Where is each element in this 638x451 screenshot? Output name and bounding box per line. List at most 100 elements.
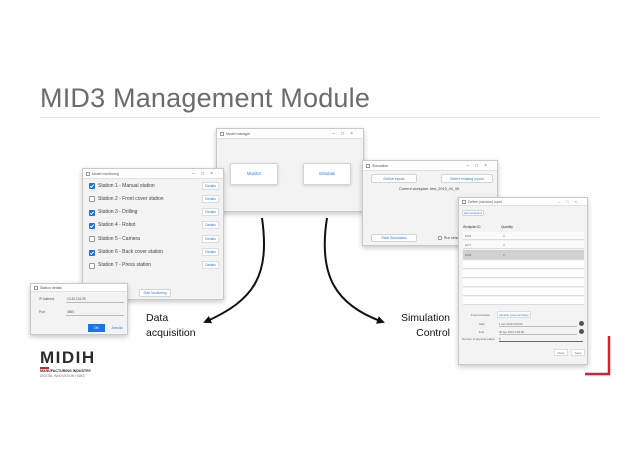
model-monitoring-titlebar: Model monitoring –□× (83, 169, 223, 179)
simulation-control-label: Simulation Control (400, 312, 450, 339)
pallets-field-underline (499, 341, 583, 342)
add-workplans-button[interactable]: Add workplans (462, 210, 484, 216)
window-controls-icon[interactable]: –□× (466, 163, 493, 169)
ip-field[interactable]: 10.40.134.99 (67, 297, 86, 301)
table-row-empty (463, 288, 584, 296)
logo-red-bar (40, 367, 49, 369)
current-workplan-label: Current workplan: test_2019_04_05 (399, 187, 460, 191)
pallets-field[interactable]: 8 (499, 337, 501, 341)
select-existing-inputs-button[interactable]: Select existing inputs (441, 174, 493, 183)
model-monitoring-window: Model monitoring –□× Station 1 - Manual … (82, 168, 224, 300)
table-row-empty (463, 261, 584, 269)
tab-variable-parametrization[interactable]: Variable parametrization (497, 311, 531, 318)
simulation-titlebar: Simulation –□× (363, 161, 497, 171)
start-monitoring-button[interactable]: Start Monitoring (139, 289, 171, 297)
station-checkbox[interactable] (89, 249, 95, 256)
station-label: Station 1 - Manual station (98, 182, 155, 189)
port-field-underline (66, 315, 124, 316)
clear-button[interactable]: Clear (554, 349, 568, 356)
station-details-button[interactable]: Details (202, 261, 219, 270)
red-corner-decoration (585, 336, 611, 376)
cancel-button[interactable]: Annulla (111, 326, 123, 330)
run-simulation-checkbox[interactable] (438, 236, 442, 240)
logo-tagline-1: MANUFACTURING INDUSTRY (40, 369, 91, 373)
app-icon (462, 200, 466, 204)
station-details-title: Station details (40, 286, 62, 290)
station-label: Station 3 - Drilling (98, 209, 138, 216)
station-checkbox[interactable] (89, 236, 95, 243)
station-details-button[interactable]: Details (202, 181, 219, 190)
simulation-title: Simulation (372, 164, 389, 168)
model-monitoring-title: Model monitoring (92, 172, 119, 176)
station-checkbox[interactable] (89, 222, 95, 229)
logo-wordmark: MIDIH (40, 348, 96, 367)
table-row-empty (463, 297, 584, 305)
station-details-button[interactable]: Details (202, 221, 219, 230)
model-manager-titlebar: Model manager –□× (217, 129, 363, 139)
pallets-label: Number of physical pallets (462, 337, 495, 341)
app-icon (34, 286, 38, 290)
ip-label: IP Address (39, 297, 55, 301)
station-label: Station 6 - Back cover station (98, 249, 164, 255)
arrow-to-data-acquisition (203, 217, 266, 324)
port-label: Port (39, 310, 45, 314)
station-label: Station 2 - Front cover station (98, 195, 164, 202)
ok-button[interactable]: OK (88, 324, 105, 332)
start-field-underline (499, 326, 577, 327)
port-field[interactable]: 4840 (67, 310, 75, 314)
station-label: Station 4 - Robot (98, 222, 136, 229)
end-date-field[interactable]: 30 apr 2019 0:00:00 (499, 330, 525, 334)
model-manager-title: Model manager (226, 132, 251, 136)
end-field-underline (499, 334, 577, 335)
run-simulation-label: Run simul (444, 236, 460, 240)
define-inputs-titlebar: Define (random) input –□× (459, 198, 587, 206)
station-details-button[interactable]: Details (202, 234, 219, 243)
app-icon (220, 132, 224, 136)
define-inputs-window: Define (random) input –□× Add workplans … (458, 197, 588, 365)
window-controls-icon[interactable]: –□× (332, 131, 359, 137)
col-workplan-id: Workplan ID (463, 225, 481, 229)
app-icon (366, 164, 370, 168)
tab-fixed-schedule[interactable]: Fixed schedule (471, 313, 490, 317)
station-checkbox[interactable] (89, 183, 95, 189)
station-details-window: Station details IP Address 10.40.134.99 … (30, 283, 128, 335)
arrow-to-simulation-control (323, 217, 385, 324)
station-label: Station 5 - Camera (98, 235, 140, 242)
slide-title: MID3 Management Module (40, 83, 371, 113)
table-row-selected[interactable]: 1033 4 (463, 250, 584, 260)
simulate-button[interactable]: Simulate (303, 163, 351, 185)
define-inputs-title: Define (random) input (468, 200, 502, 204)
station-label: Station 7 - Press station (98, 262, 152, 269)
station-details-titlebar: Station details (31, 284, 127, 292)
station-checkbox[interactable] (89, 196, 95, 203)
col-quantity: Quantity (501, 225, 513, 229)
station-checkbox[interactable] (89, 209, 95, 216)
save-button[interactable]: Save (571, 349, 585, 356)
station-checkbox[interactable] (89, 262, 95, 269)
table-row[interactable]: 1077 4 (463, 241, 584, 249)
midih-logo: MIDIH MANUFACTURING INDUSTRY DIGITAL INN… (40, 348, 120, 378)
ip-field-underline (66, 302, 124, 303)
start-simulation-button[interactable]: Start Simulation (371, 234, 417, 242)
start-label: Start (479, 322, 485, 326)
table-row[interactable]: 1070 4 (463, 232, 584, 240)
title-divider (40, 117, 600, 118)
model-manager-window: Model manager –□× Monitor Simulate (216, 128, 364, 212)
app-icon (86, 172, 90, 176)
monitor-button[interactable]: Monitor (230, 163, 278, 185)
end-label: End (479, 330, 484, 334)
station-details-button[interactable]: Details (202, 194, 219, 203)
data-acquisition-label: Data acquisition (146, 312, 196, 339)
define-inputs-button[interactable]: Define inputs (371, 174, 417, 183)
calendar-icon[interactable] (579, 321, 584, 326)
station-details-button[interactable]: Details (202, 208, 219, 217)
station-details-button[interactable]: Details (202, 248, 219, 256)
window-controls-icon[interactable]: –□× (558, 199, 583, 204)
window-controls-icon[interactable]: –□× (192, 171, 219, 177)
calendar-icon[interactable] (579, 329, 584, 334)
logo-tagline-2: DIGITAL INNOVATION HUBS (40, 374, 85, 378)
table-row-empty (463, 270, 584, 278)
start-date-field[interactable]: 1 apr 2019 0:00:00 (499, 322, 523, 326)
table-row-empty (463, 279, 584, 287)
